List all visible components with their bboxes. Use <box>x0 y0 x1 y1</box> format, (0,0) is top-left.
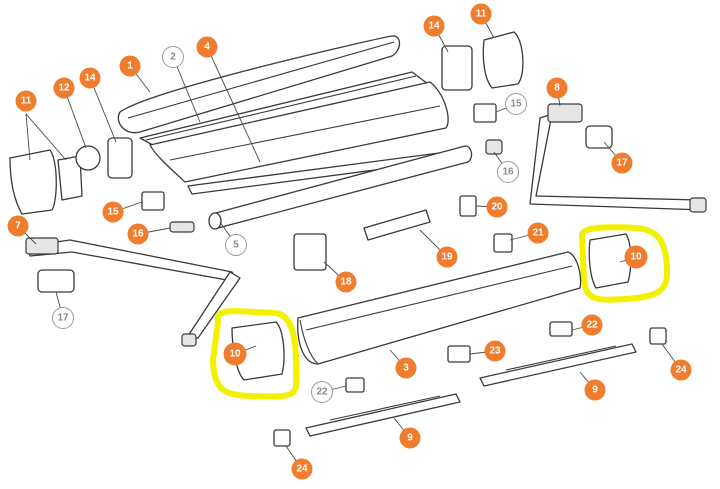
callout-label: 24 <box>296 464 308 475</box>
callout-23: 23 <box>484 340 506 362</box>
part-plate-17-left <box>37 269 75 293</box>
part-clip-20 <box>459 195 477 217</box>
callout-19: 19 <box>436 246 458 268</box>
part-cap-24-right <box>649 327 667 345</box>
callout-label: 20 <box>491 202 503 213</box>
part-cap-24-left <box>273 429 291 447</box>
part-front-profile <box>297 251 582 365</box>
callout-label: 22 <box>316 387 328 398</box>
callout-label: 15 <box>510 99 522 110</box>
callout-14-right: 14 <box>423 15 445 37</box>
callout-label: 18 <box>340 277 352 288</box>
callout-21: 21 <box>527 222 549 244</box>
callout-label: 8 <box>554 83 560 94</box>
callout-label: 11 <box>476 9 487 20</box>
part-end-housing-right <box>482 31 524 89</box>
part-arm-left <box>25 237 241 347</box>
callout-label: 22 <box>586 320 598 331</box>
callout-9-upper: 9 <box>584 379 606 401</box>
callout-label: 24 <box>675 365 687 376</box>
callout-2: 2 <box>162 46 184 68</box>
callout-16-left: 16 <box>127 223 149 245</box>
callout-14-left: 14 <box>79 67 101 89</box>
callout-label: 5 <box>233 240 239 251</box>
callout-label: 14 <box>428 21 440 32</box>
part-bracket-right <box>441 45 473 91</box>
part-end-cap-right <box>588 233 632 289</box>
part-clip-15-left <box>141 191 165 211</box>
part-end-housing-left-inner <box>57 155 83 201</box>
callout-label: 10 <box>229 349 241 360</box>
callout-24-right: 24 <box>670 359 692 381</box>
callout-11-left: 11 <box>15 90 37 112</box>
callout-11-right: 11 <box>470 3 492 25</box>
callout-label: 21 <box>532 228 544 239</box>
callout-9-lower: 9 <box>399 427 421 449</box>
callout-3: 3 <box>395 357 417 379</box>
part-pin-16-left <box>169 221 195 233</box>
callout-label: 10 <box>630 252 642 263</box>
callout-17-left: 17 <box>52 307 74 329</box>
callout-label: 2 <box>170 52 176 63</box>
part-top-cover <box>117 35 401 134</box>
highlight-frame-right <box>579 224 671 303</box>
part-clip-22-left <box>345 377 365 393</box>
part-rail-upper <box>479 343 637 387</box>
callout-label: 14 <box>84 73 96 84</box>
callout-24-left: 24 <box>291 458 313 480</box>
callout-15-left: 15 <box>102 201 124 223</box>
callouts: 1 2 3 4 5 7 8 9 9 10 10 11 11 12 14 14 1… <box>7 3 692 480</box>
callout-5: 5 <box>225 234 247 256</box>
callout-label: 7 <box>15 221 21 232</box>
callout-20: 20 <box>486 196 508 218</box>
part-pin-16-right <box>485 139 503 155</box>
callout-label: 17 <box>57 313 69 324</box>
callout-22-right: 22 <box>581 314 603 336</box>
callout-4: 4 <box>196 36 218 58</box>
callout-1: 1 <box>119 55 141 77</box>
part-plate-17-right <box>585 125 613 149</box>
callout-label: 9 <box>592 385 598 396</box>
callout-label: 4 <box>204 42 210 53</box>
callout-label: 9 <box>407 433 413 444</box>
callout-label: 23 <box>489 346 501 357</box>
callout-label: 16 <box>502 167 514 178</box>
callout-22-left: 22 <box>311 381 333 403</box>
part-clip-21 <box>493 233 513 253</box>
highlight-frame-left <box>210 308 300 400</box>
callout-label: 3 <box>403 363 409 374</box>
callout-10-left: 10 <box>223 342 247 366</box>
callout-label: 12 <box>58 83 70 94</box>
part-roller-tube <box>208 145 473 230</box>
part-bracket-left <box>107 137 133 179</box>
part-cap-disc <box>75 145 101 171</box>
callout-label: 1 <box>127 61 133 72</box>
part-clip-22-right <box>549 321 573 337</box>
part-arm-right <box>529 103 707 213</box>
callout-label: 16 <box>132 229 144 240</box>
callout-8: 8 <box>546 77 568 99</box>
part-clip-23 <box>447 345 471 363</box>
callout-label: 15 <box>107 207 119 218</box>
callout-label: 11 <box>21 96 32 107</box>
part-end-housing-left <box>9 149 57 215</box>
part-rail-19 <box>363 209 431 241</box>
part-front-panel <box>149 81 449 183</box>
part-rail-lower <box>305 393 461 437</box>
callout-10-right: 10 <box>624 245 648 269</box>
part-clip-15-right <box>473 103 497 123</box>
callout-15-right: 15 <box>505 93 527 115</box>
part-bracket-18 <box>293 233 327 271</box>
callout-7: 7 <box>7 215 29 237</box>
callout-17-right: 17 <box>611 152 633 174</box>
callout-16-right: 16 <box>497 161 519 183</box>
callout-12: 12 <box>53 77 75 99</box>
callout-18: 18 <box>335 271 357 293</box>
callout-label: 17 <box>616 158 628 169</box>
callout-label: 19 <box>441 252 453 263</box>
